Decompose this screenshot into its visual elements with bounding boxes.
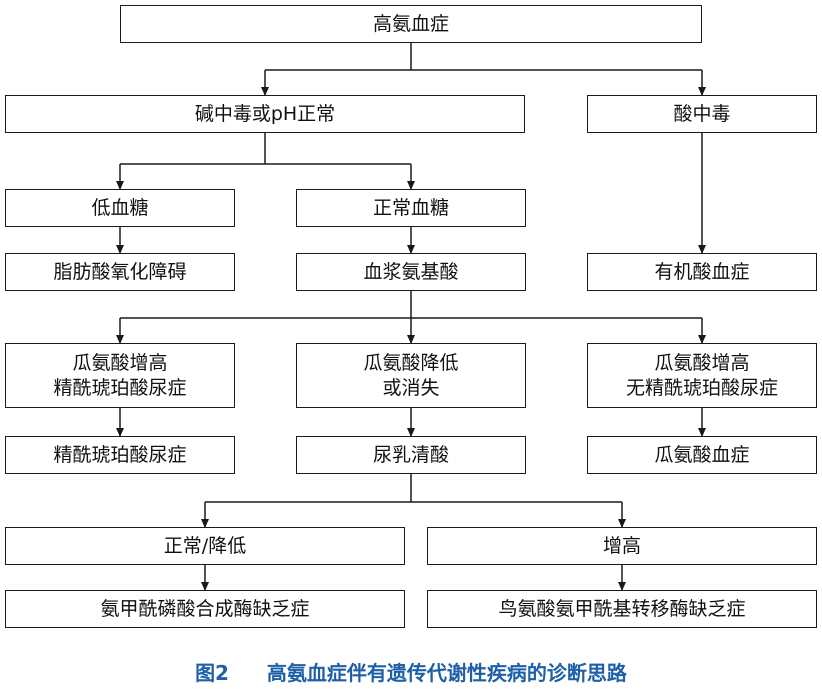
- node-normal-or-low: 正常/降低: [5, 527, 405, 565]
- node-label: 碱中毒或pH正常: [194, 102, 336, 125]
- node-label-line1: 瓜氨酸降低: [363, 351, 459, 374]
- node-label: 血浆氨基酸: [363, 260, 459, 283]
- node-cps-deficiency: 氨甲酰磷酸合成酶缺乏症: [5, 590, 405, 628]
- node-label-line2: 精酰琥珀酸尿症: [53, 376, 187, 399]
- node-elevated: 增高: [427, 527, 817, 565]
- node-argininosuccinic-aciduria: 精酰琥珀酸尿症: [5, 436, 235, 474]
- node-label: 氨甲酰磷酸合成酶缺乏症: [100, 597, 310, 620]
- node-label: 瓜氨酸血症: [654, 443, 750, 466]
- node-otc-deficiency: 鸟氨酸氨甲酰基转移酶缺乏症: [427, 590, 817, 628]
- node-label: 高氨血症: [372, 12, 449, 35]
- node-label: 脂肪酸氧化障碍: [53, 260, 187, 283]
- node-urine-orotic-acid: 尿乳清酸: [296, 436, 526, 474]
- node-alkalosis-or-normal-ph: 碱中毒或pH正常: [5, 95, 525, 133]
- node-label-line1: 瓜氨酸增高: [654, 351, 750, 374]
- node-citrulline-low-or-absent: 瓜氨酸降低 或消失: [296, 343, 526, 408]
- node-normoglycemia: 正常血糖: [296, 189, 526, 227]
- node-label: 有机酸血症: [654, 260, 750, 283]
- node-label: 鸟氨酸氨甲酰基转移酶缺乏症: [498, 597, 746, 620]
- node-plasma-amino-acids: 血浆氨基酸: [296, 253, 526, 291]
- node-label: 增高: [602, 534, 641, 557]
- figure-caption-text: 高氨血症伴有遗传代谢性疾病的诊断思路: [266, 661, 627, 685]
- node-label-line2: 或消失: [382, 376, 440, 399]
- node-citrullinemia: 瓜氨酸血症: [587, 436, 817, 474]
- node-label-line1: 瓜氨酸增高: [72, 351, 168, 374]
- node-label: 正常血糖: [372, 196, 449, 219]
- figure-caption: 图2 高氨血症伴有遗传代谢性疾病的诊断思路: [0, 657, 822, 686]
- node-hypoglycemia: 低血糖: [5, 189, 235, 227]
- node-label: 低血糖: [91, 196, 149, 219]
- node-organic-acidemia: 有机酸血症: [587, 253, 817, 291]
- node-label-line2: 无精酰琥珀酸尿症: [625, 376, 778, 399]
- node-label: 尿乳清酸: [372, 443, 449, 466]
- node-fatty-acid-oxidation-disorder: 脂肪酸氧化障碍: [5, 253, 235, 291]
- node-label: 正常/降低: [163, 534, 247, 557]
- node-label: 精酰琥珀酸尿症: [53, 443, 187, 466]
- node-hyperammonemia: 高氨血症: [120, 5, 702, 43]
- node-acidosis: 酸中毒: [587, 95, 817, 133]
- node-label: 酸中毒: [673, 102, 731, 125]
- node-citrulline-high-without-asa: 瓜氨酸增高 无精酰琥珀酸尿症: [587, 343, 817, 408]
- figure-caption-label: 图2: [195, 661, 229, 685]
- node-citrulline-high-with-asa: 瓜氨酸增高 精酰琥珀酸尿症: [5, 343, 235, 408]
